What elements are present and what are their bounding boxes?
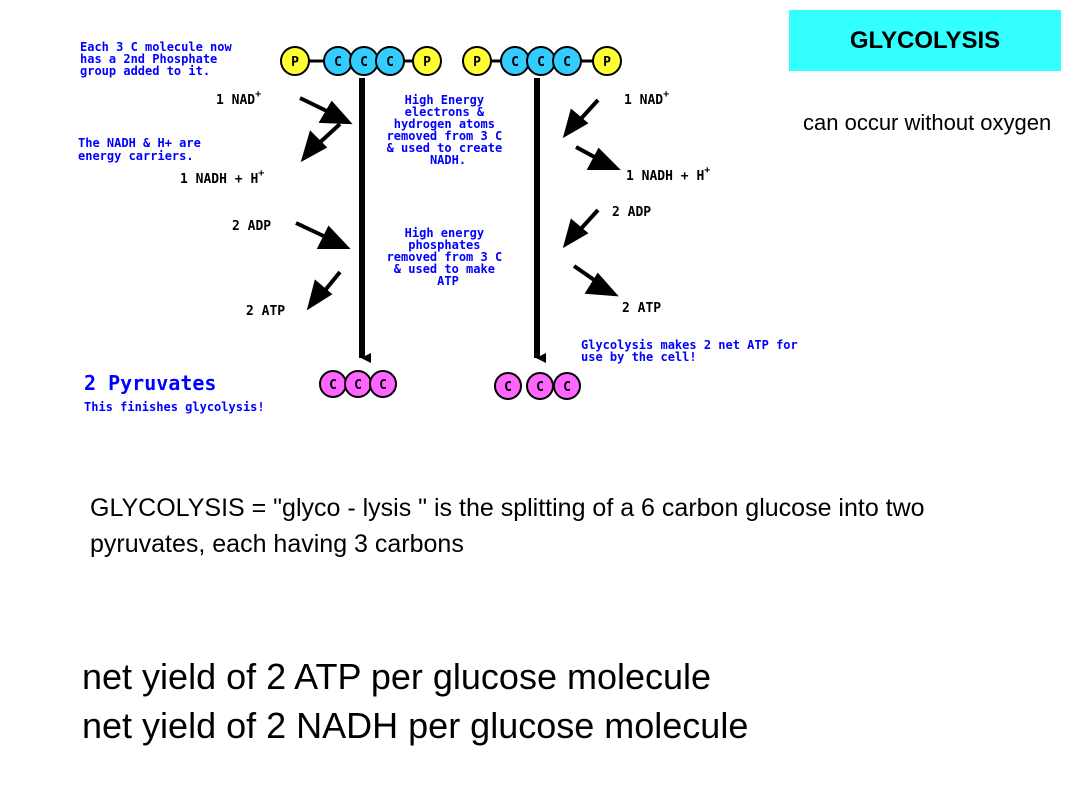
svg-text:C: C bbox=[354, 378, 362, 393]
phosphate-circle: P bbox=[280, 46, 310, 76]
right-nad-in-arrow bbox=[562, 98, 600, 139]
carbon-circle: C bbox=[553, 372, 581, 400]
carbon-circle: C bbox=[375, 46, 405, 76]
carbon-circle: C bbox=[526, 46, 556, 76]
note-high-energy-phosphates: High energy phosphates removed from 3 C … bbox=[387, 226, 510, 288]
right-nad-label: 1 NAD+ bbox=[624, 89, 669, 108]
svg-text:C: C bbox=[334, 55, 342, 70]
right-atp-out-arrow bbox=[572, 264, 619, 297]
carbon-circle: C bbox=[552, 46, 582, 76]
right-atp-label: 2 ATP bbox=[622, 301, 661, 316]
note-net-atp: Glycolysis makes 2 net ATP for use by th… bbox=[581, 338, 805, 364]
svg-text:P: P bbox=[423, 55, 431, 70]
phosphate-circle: P bbox=[592, 46, 622, 76]
svg-text:C: C bbox=[537, 55, 545, 70]
svg-text:C: C bbox=[511, 55, 519, 70]
right-pyruvate: C C C bbox=[494, 372, 581, 400]
svg-text:P: P bbox=[291, 55, 299, 70]
svg-text:C: C bbox=[563, 55, 571, 70]
carbon-circle: C bbox=[494, 372, 522, 400]
carbon-circle: C bbox=[349, 46, 379, 76]
pyruvates-title: 2 Pyruvates bbox=[84, 371, 216, 395]
carbon-circle: C bbox=[500, 46, 530, 76]
glycolysis-diagram: P C C C P P C C C P Each 3 C molecule no… bbox=[78, 40, 805, 414]
left-nadh-out-arrow bbox=[300, 122, 342, 163]
note-high-energy-electrons: High Energy electrons & hydrogen atoms r… bbox=[387, 93, 510, 167]
svg-text:C: C bbox=[329, 378, 337, 393]
carbon-circle: C bbox=[323, 46, 353, 76]
right-nadh-out-arrow bbox=[575, 145, 621, 170]
pyruvates-subtitle: This finishes glycolysis! bbox=[84, 400, 265, 414]
yield-nadh-line: net yield of 2 NADH per glucose molecule bbox=[82, 705, 749, 746]
left-nad-in-arrow bbox=[299, 96, 353, 125]
right-nadh-label: 1 NADH + H+ bbox=[626, 165, 710, 184]
phosphate-circle: P bbox=[462, 46, 492, 76]
note-phosphate: Each 3 C molecule now has a 2nd Phosphat… bbox=[80, 40, 239, 78]
phosphate-circle: P bbox=[412, 46, 442, 76]
yield-summary: net yield of 2 ATP per glucose molecule … bbox=[82, 652, 748, 750]
left-3c-molecule: P C C C P bbox=[280, 46, 442, 76]
left-pyruvate: C C C bbox=[319, 370, 397, 398]
svg-text:C: C bbox=[360, 55, 368, 70]
slide-title: GLYCOLYSIS bbox=[789, 10, 1061, 71]
svg-text:P: P bbox=[603, 55, 611, 70]
svg-text:C: C bbox=[504, 380, 512, 395]
left-atp-out-arrow bbox=[306, 270, 342, 311]
right-adp-in-arrow bbox=[562, 208, 600, 249]
svg-text:C: C bbox=[536, 380, 544, 395]
left-nadh-label: 1 NADH + H+ bbox=[180, 168, 264, 187]
left-nad-label: 1 NAD+ bbox=[216, 89, 261, 108]
left-adp-in-arrow bbox=[295, 221, 351, 249]
left-adp-label: 2 ADP bbox=[232, 219, 271, 234]
left-atp-label: 2 ATP bbox=[246, 304, 285, 319]
yield-atp-line: net yield of 2 ATP per glucose molecule bbox=[82, 656, 712, 697]
carbon-circle: C bbox=[319, 370, 347, 398]
carbon-circle: C bbox=[344, 370, 372, 398]
glycolysis-definition: GLYCOLYSIS = "glyco - lysis " is the spl… bbox=[90, 494, 925, 558]
right-3c-molecule: P C C C P bbox=[462, 46, 622, 76]
svg-text:C: C bbox=[379, 378, 387, 393]
carbon-circle: C bbox=[369, 370, 397, 398]
svg-text:C: C bbox=[386, 55, 394, 70]
right-adp-label: 2 ADP bbox=[612, 205, 651, 220]
svg-text:P: P bbox=[473, 55, 481, 70]
side-note: can occur without oxygen bbox=[803, 110, 1052, 135]
carbon-circle: C bbox=[526, 372, 554, 400]
svg-text:C: C bbox=[563, 380, 571, 395]
note-nadh-carriers: The NADH & H+ are energy carriers. bbox=[78, 136, 208, 163]
